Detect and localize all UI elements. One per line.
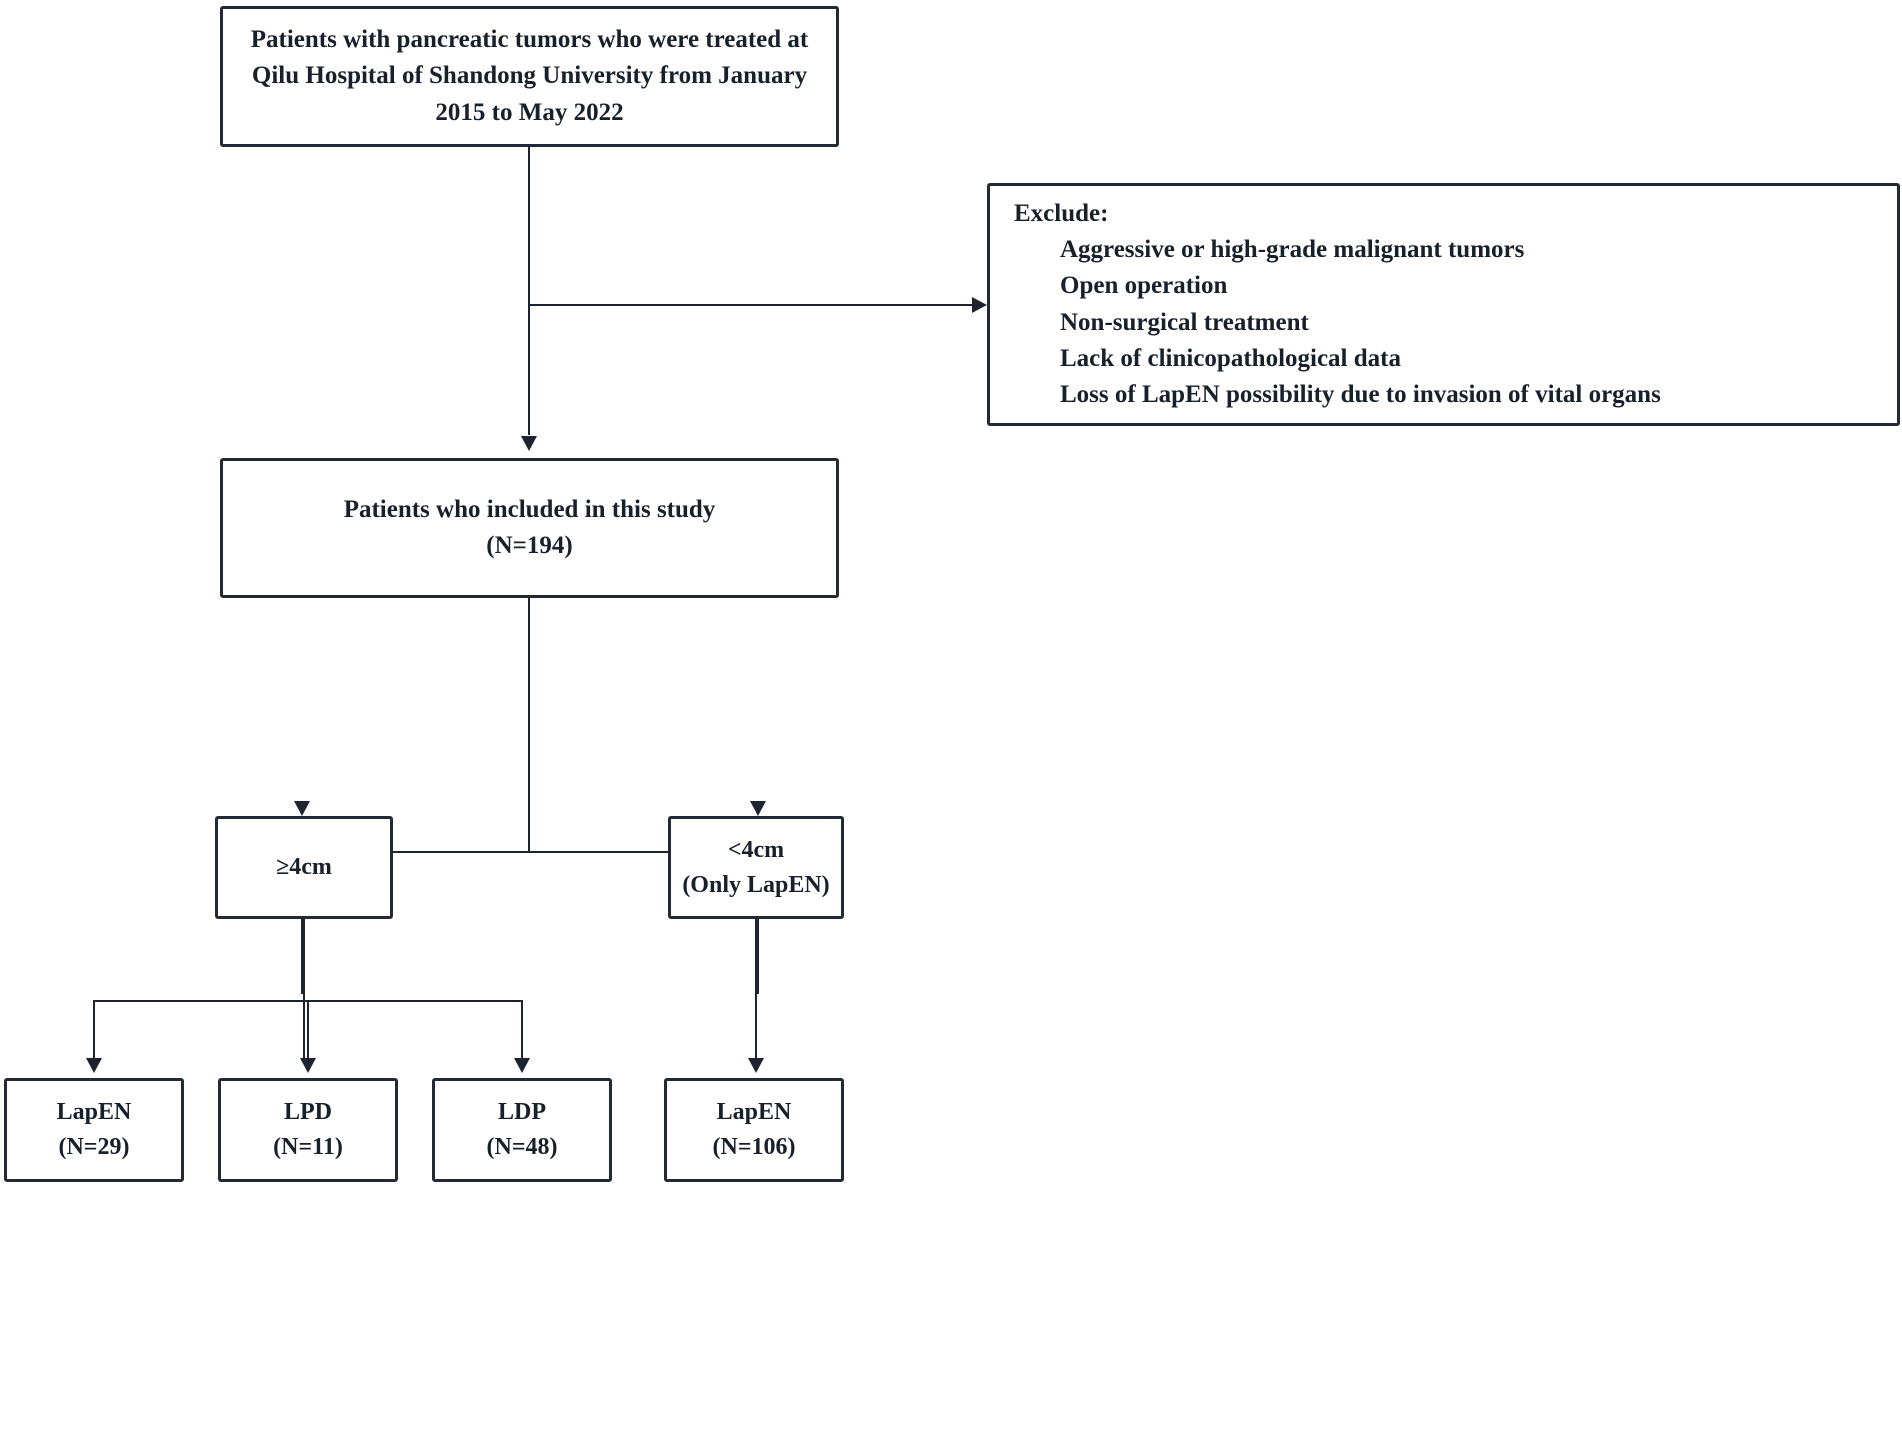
arrowhead-to-ge4 [294, 801, 310, 816]
included-line2: (N=194) [486, 532, 573, 559]
exclude-item: Lack of clinicopathological data [1060, 344, 1401, 372]
connector-ge4-to-split [303, 919, 305, 1062]
ldp-line2: (N=48) [486, 1134, 558, 1160]
exclude-item: Open operation [1060, 272, 1228, 300]
exclude-item: Aggressive or high-grade malignant tumor… [1060, 236, 1525, 263]
exclude-item: Loss of LapEN possibility due to invasio… [1060, 381, 1661, 408]
node-procedure-lapen-small: LapEN (N=106) [664, 1078, 844, 1182]
node-exclusion-criteria: Exclude: Aggressive or high-grade malign… [987, 183, 1900, 426]
arrowhead-to-lapen-small [748, 1058, 764, 1073]
connector-lt4-down [757, 851, 759, 994]
exclude-list: Aggressive or high-grade malignant tumor… [1014, 232, 1661, 413]
ge4-line1: ≥4cm [276, 854, 332, 881]
node-procedure-ldp: LDP (N=48) [432, 1078, 612, 1182]
connector-root-trunk [528, 147, 530, 305]
connector-lpd-down [307, 1000, 309, 1060]
connector-to-exclude [528, 304, 972, 306]
node-root-population: Patients with pancreatic tumors who were… [220, 6, 839, 147]
connector-root-trunk-lower [528, 305, 530, 435]
exclude-item: Non-surgical treatment [1060, 308, 1309, 336]
arrowhead-to-lpd [300, 1058, 316, 1073]
connector-ldp-down [521, 1000, 523, 1060]
node-tumor-size-lt-4cm: <4cm (Only LapEN) [668, 816, 844, 919]
lapen-large-line2: (N=29) [58, 1134, 130, 1160]
connector-size-split-bar [301, 851, 757, 853]
node-tumor-size-ge-4cm: ≥4cm [215, 816, 393, 919]
connector-lt4-to-lapen [755, 919, 757, 1061]
node-included-patients: Patients who included in this study (N=1… [220, 458, 839, 598]
lpd-line2: (N=11) [273, 1134, 343, 1160]
connector-ge4-down [301, 851, 303, 994]
lt4-line1: <4cm [727, 836, 785, 863]
ldp-line1: LDP [498, 1099, 546, 1126]
lapen-large-line1: LapEN [56, 1099, 132, 1126]
included-line1: Patients who included in this study [343, 495, 716, 523]
arrowhead-to-included [521, 436, 537, 451]
connector-included-down [528, 598, 530, 852]
connector-lapen1-down [93, 1000, 95, 1060]
lt4-line2: (Only LapEN) [682, 871, 830, 898]
lapen-small-line1: LapEN [716, 1099, 792, 1126]
arrowhead-to-lapen-large [86, 1058, 102, 1073]
lpd-line1: LPD [283, 1099, 332, 1126]
lapen-small-line2: (N=106) [712, 1134, 796, 1160]
arrowhead-to-lt4 [750, 801, 766, 816]
node-root-text: Patients with pancreatic tumors who were… [250, 26, 809, 126]
arrowhead-to-exclude [972, 297, 987, 313]
exclude-heading: Exclude: [1014, 199, 1109, 227]
arrowhead-to-ldp [514, 1058, 530, 1073]
node-procedure-lpd: LPD (N=11) [218, 1078, 398, 1182]
node-procedure-lapen-large: LapEN (N=29) [4, 1078, 184, 1182]
